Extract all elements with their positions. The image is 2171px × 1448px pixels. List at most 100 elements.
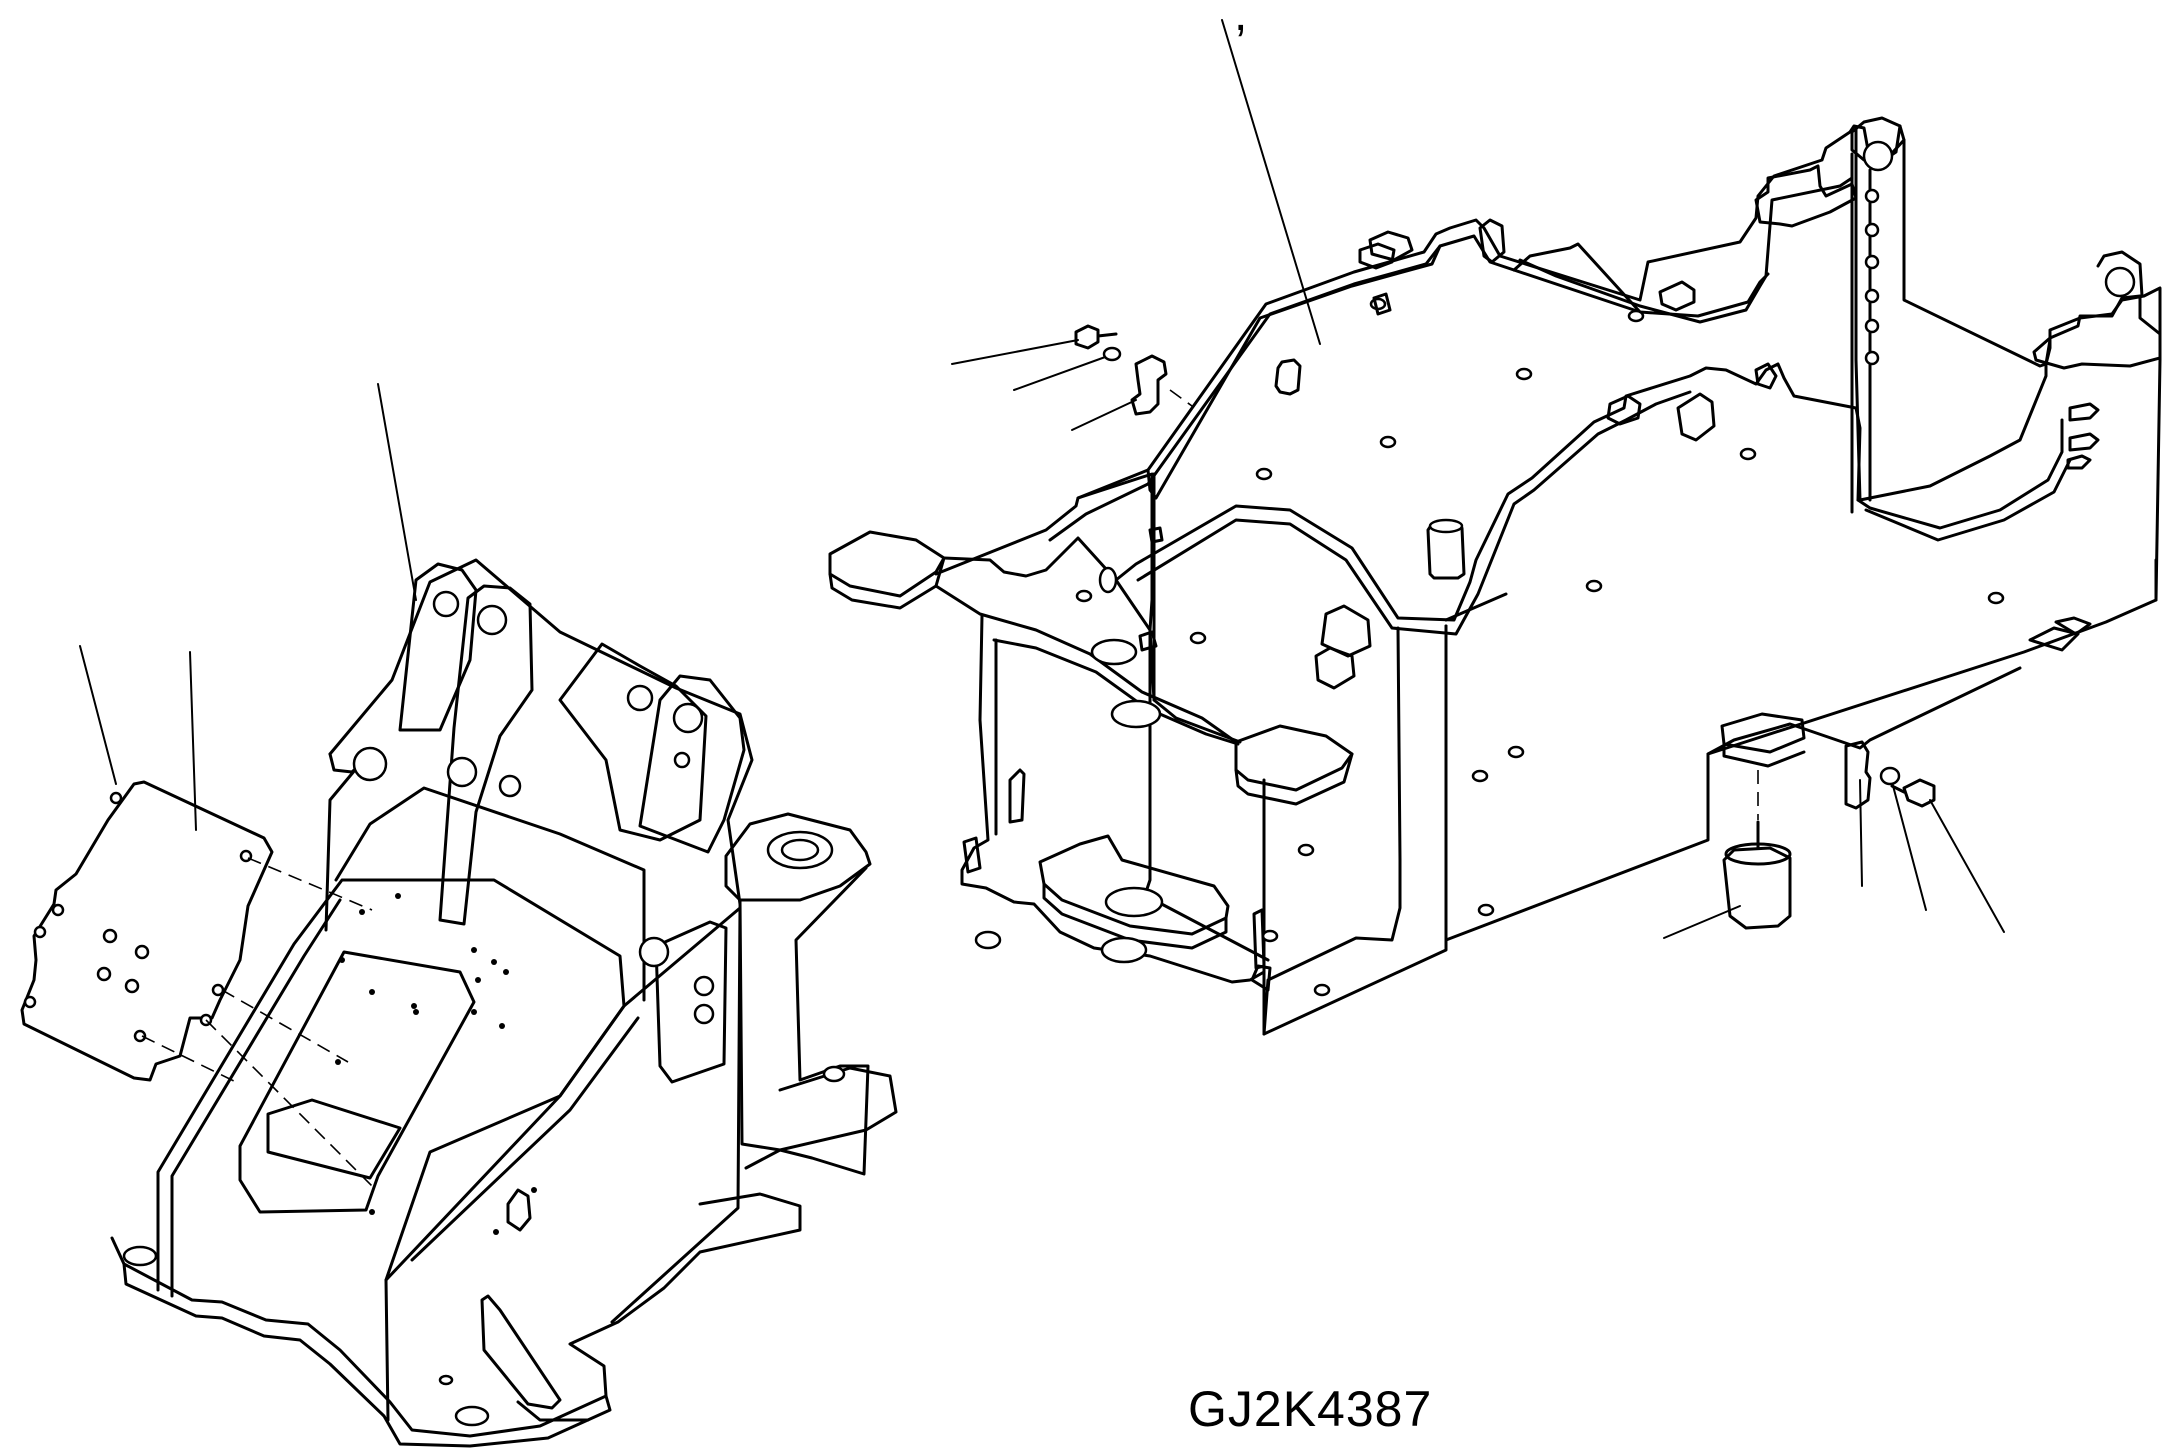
rear-frame-side-tab-2 [2054, 616, 2092, 636]
front-frame-centre-web-edge [410, 1016, 640, 1262]
front-frame-gusset [480, 1294, 562, 1410]
bolt-upper [1074, 324, 1118, 350]
rear-frame-rear-arch [1902, 138, 2162, 602]
lower-stopper-assembly [1722, 740, 1936, 930]
front-frame-centre-web [384, 906, 742, 1324]
leader-line-bolt-upper [951, 339, 1079, 365]
front-frame-pin-bore-6 [498, 774, 522, 798]
rear-frame-upper-bracket [1754, 164, 1858, 228]
front-frame-bracket-3 [558, 642, 708, 842]
stopper-upper [1130, 354, 1168, 416]
rear-frame-side-bracket-lower [1008, 768, 1026, 824]
front-frame-right-column [724, 812, 872, 902]
upper-stopper-assembly [1074, 324, 1193, 416]
rear-frame-front-hitch-inner [992, 638, 1240, 746]
leader-line-stopper-lower [1859, 779, 1863, 887]
leader-line-stopper-upper [1071, 399, 1137, 431]
rear-frame-flange-plate-left-side [1234, 752, 1354, 806]
leader-line-rear-frame [1221, 19, 1321, 345]
rear-frame-cylinder-boss [1274, 358, 1302, 396]
front-frame-foot-bore-centre [438, 1374, 454, 1386]
leader-line-cover-plate [189, 651, 197, 831]
front-frame-pin-bore-7 [673, 751, 691, 769]
rear-frame-right-rail [1854, 126, 2052, 502]
front-frame-hinge-bore-3 [693, 1003, 715, 1025]
rear-frame-wire-routing-2 [1864, 458, 2072, 542]
upper-stopper-alignment [1169, 389, 1193, 407]
front-frame-pin-bore-2 [476, 604, 508, 636]
rubber-mount [1722, 846, 1792, 930]
front-frame-pin-bore-4 [672, 702, 704, 734]
front-frame-hinge-bore-1 [638, 936, 670, 968]
washer-upper [1102, 346, 1122, 362]
rear-frame-pivot-bore [1104, 886, 1164, 918]
rear-frame-pivot-plate [1038, 834, 1230, 936]
front-frame-bracket-2 [438, 584, 534, 926]
rear-frame-boss-dots [1075, 297, 2005, 997]
rear-frame-harness-clip-2 [1478, 218, 1506, 264]
front-frame-lower-tab [744, 1066, 898, 1170]
front-frame-pin-bore-1 [432, 590, 460, 618]
cover-plate-outline [20, 780, 274, 1082]
front-frame-pin-bore-5 [446, 756, 478, 788]
rear-frame-mid-rail-inner [1136, 390, 1692, 636]
rear-frame-counterweight-bore-1 [1862, 140, 1894, 172]
rear-frame-counterweight-mount [1850, 116, 1902, 162]
front-frame-foot-bore-right [454, 1405, 490, 1427]
rear-frame-harness-clip-4 [1676, 392, 1716, 442]
front-frame-base-plate [110, 1192, 802, 1438]
rear-frame-harness-clip-1 [1368, 230, 1414, 262]
front-frame-foot-bore-left [122, 1245, 158, 1267]
rear-frame-front-hitch [934, 584, 1238, 744]
front-frame-column-bore [822, 1065, 846, 1083]
rear-frame-lift-lug-2 [1314, 646, 1356, 690]
rear-frame-front-lower [942, 536, 1242, 744]
front-frame-opening-shelf [266, 1098, 402, 1180]
rear-frame-upper-platform [1146, 244, 1442, 500]
rear-frame-flange-plate-left [1234, 724, 1354, 792]
leader-line-front-frame [377, 383, 417, 601]
rear-frame-post-holes [1864, 188, 1880, 366]
stopper-lower [1844, 740, 1872, 810]
rear-frame-lower-bracket [1252, 908, 1266, 970]
rear-frame-bracket-small [1658, 280, 1696, 312]
part-code-label: GJ2K4387 [1188, 1381, 1433, 1437]
front-frame-base-plate-edge [122, 1262, 612, 1448]
rear-frame-hitch-bore-1 [1090, 638, 1138, 666]
front-frame-left-wall [156, 878, 626, 1422]
leader-line-rubber-mount [1663, 905, 1741, 939]
front-frame-fastener-dots [335, 893, 537, 1235]
cover-plate-bolt-holes [23, 791, 253, 1043]
rear-frame-small-cube [1372, 292, 1392, 316]
rear-frame-wire-hook-3 [2066, 454, 2092, 470]
front-frame-hinge-bore-2 [693, 975, 715, 997]
rear-frame-harness-clip-3 [1606, 394, 1642, 426]
rear-frame-wall-marker [1148, 526, 1164, 544]
front-frame-bracket-1 [398, 562, 478, 732]
leader-lines [79, 19, 2005, 939]
rear-frame-hitch-lower [960, 614, 1266, 1036]
rear-frame-tower-top [1428, 518, 1464, 534]
rear-frame-hitch-bore-2 [1110, 699, 1162, 729]
rear-frame [828, 116, 2162, 1036]
front-frame-grease-nipple [506, 1188, 532, 1232]
rear-frame-mid-rail [1114, 362, 1862, 622]
rear-frame-side-slot [1098, 566, 1118, 594]
rear-frame-right-side-wall [1444, 558, 2158, 942]
front-frame-pin-bore-3 [626, 684, 654, 712]
leader-line-washer-lower [1891, 781, 1927, 911]
rear-frame-counterweight-bore-2 [2104, 266, 2136, 298]
rear-frame-lower-mount-block-side [1722, 742, 1806, 768]
front-frame-top-plate [334, 786, 646, 1002]
rear-frame-wire-hook-2 [2068, 432, 2100, 452]
rear-frame-side-marker [1138, 630, 1158, 652]
bolt-lower [1890, 778, 1936, 808]
rear-frame-small-lug-top [1358, 242, 1396, 270]
leader-line-washer-upper [1013, 355, 1109, 391]
front-frame-right-column-body [738, 866, 870, 1176]
rear-frame-centre-divider [1262, 624, 1448, 1036]
front-frame-inspection-opening [238, 950, 476, 1214]
rear-frame-lower-tab [1250, 964, 1272, 992]
rear-frame-harness-clip-5 [1754, 362, 1778, 390]
rear-frame-front-mount [828, 530, 946, 598]
